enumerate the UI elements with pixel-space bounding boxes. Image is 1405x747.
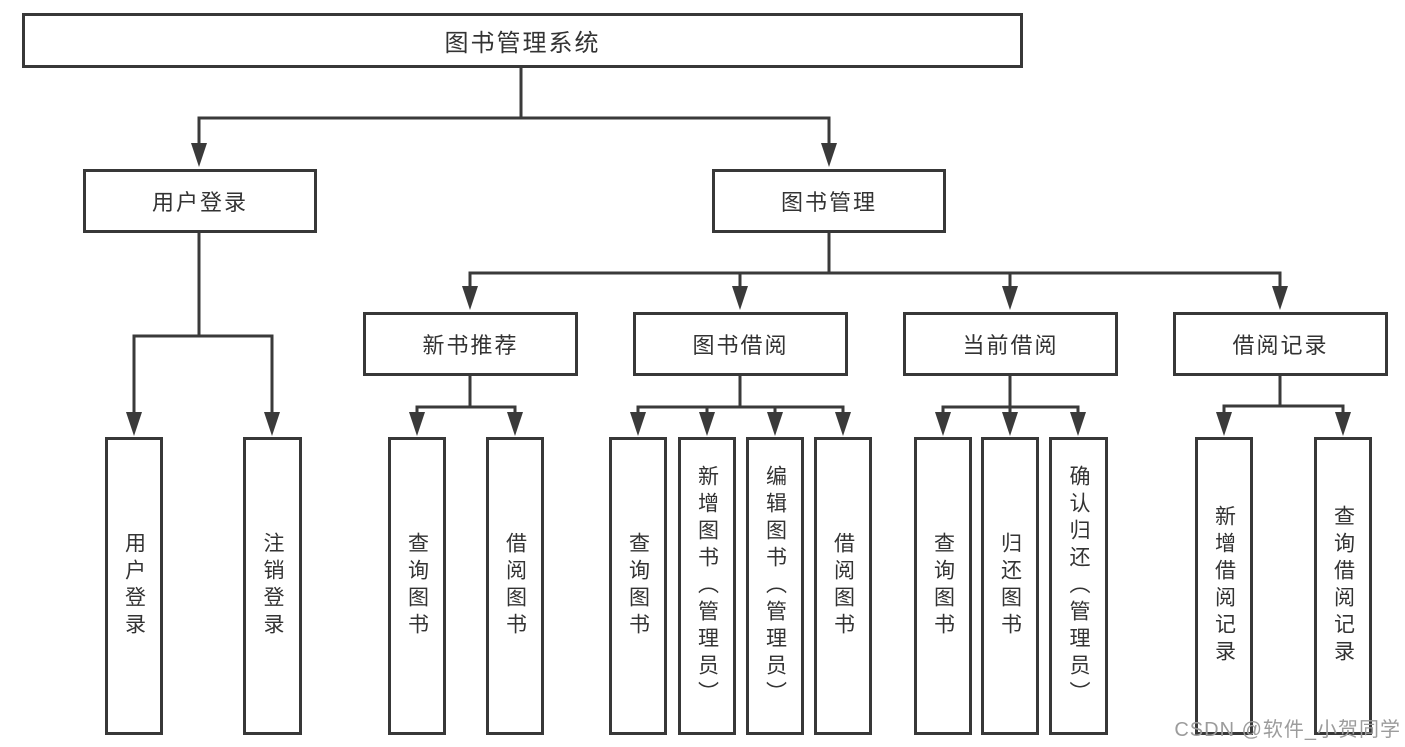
arrowhead xyxy=(1335,412,1351,436)
node-borrow-records: 借阅记录 xyxy=(1173,312,1388,376)
node-label: 图书管理系统 xyxy=(444,30,601,57)
connector-book-mgmt-to-level3 xyxy=(462,233,1288,310)
arrowhead xyxy=(264,412,280,436)
leaf-user-login: 用户登录 xyxy=(105,437,163,735)
leaf-current-return-books: 归还图书 xyxy=(981,437,1039,735)
leaf-logout-login: 注销登录 xyxy=(243,437,302,735)
leaf-borrow-query-books: 查询图书 xyxy=(609,437,667,735)
arrowhead xyxy=(191,143,207,167)
node-label: 新增借阅记录 xyxy=(1212,505,1236,667)
node-label: 查询图书 xyxy=(405,532,429,640)
node-book-mgmt: 图书管理 xyxy=(712,169,946,233)
watermark: CSDN @软件_小贺同学 xyxy=(1174,719,1401,741)
node-label: 查询图书 xyxy=(626,532,650,640)
node-label: 查询图书 xyxy=(931,532,955,640)
arrowhead xyxy=(507,412,523,436)
arrowhead xyxy=(835,412,851,436)
leaf-rec-query-books: 查询图书 xyxy=(388,437,446,735)
node-current-borrow: 当前借阅 xyxy=(903,312,1118,376)
leaf-records-add-borrow-record: 新增借阅记录 xyxy=(1195,437,1253,735)
node-new-book-recommend: 新书推荐 xyxy=(363,312,578,376)
node-label: 编辑图书（管理员） xyxy=(763,464,787,708)
node-label: 新增图书（管理员） xyxy=(695,464,719,708)
arrowhead xyxy=(732,286,748,310)
node-label: 确认归还（管理员） xyxy=(1067,464,1091,708)
arrowhead xyxy=(409,412,425,436)
arrowhead xyxy=(821,143,837,167)
leaf-rec-borrow-books: 借阅图书 xyxy=(486,437,544,735)
node-label: 用户登录 xyxy=(151,190,248,215)
node-label: 借阅记录 xyxy=(1232,333,1329,358)
node-label: 用户登录 xyxy=(122,532,146,640)
node-label: 归还图书 xyxy=(998,532,1022,640)
node-label: 当前借阅 xyxy=(962,333,1059,358)
arrowhead xyxy=(1216,412,1232,436)
arrowhead xyxy=(1002,286,1018,310)
node-root: 图书管理系统 xyxy=(22,13,1023,68)
leaf-borrow-borrow-books: 借阅图书 xyxy=(814,437,872,735)
leaf-borrow-edit-books-admin: 编辑图书（管理员） xyxy=(746,437,804,735)
arrowhead xyxy=(1070,412,1086,436)
node-label: 新书推荐 xyxy=(422,333,519,358)
connector-root-to-level2 xyxy=(191,68,837,167)
connector-user-login-to-leaves xyxy=(126,233,280,436)
node-label: 借阅图书 xyxy=(503,532,527,640)
node-label: 查询借阅记录 xyxy=(1331,505,1355,667)
leaf-records-query-borrow-record: 查询借阅记录 xyxy=(1314,437,1372,735)
node-book-borrow: 图书借阅 xyxy=(633,312,848,376)
leaf-current-confirm-return-admin: 确认归还（管理员） xyxy=(1049,437,1108,735)
leaf-borrow-add-books-admin: 新增图书（管理员） xyxy=(678,437,736,735)
arrowhead xyxy=(1272,286,1288,310)
connector-current-borrow-to-leaves xyxy=(935,376,1086,436)
arrowhead xyxy=(462,286,478,310)
arrowhead xyxy=(699,412,715,436)
leaf-current-query-books: 查询图书 xyxy=(914,437,972,735)
node-label: 注销登录 xyxy=(261,532,285,640)
node-label: 借阅图书 xyxy=(831,532,855,640)
arrowhead xyxy=(935,412,951,436)
node-label: 图书借阅 xyxy=(692,333,789,358)
connector-borrow-records-to-leaves xyxy=(1216,376,1351,436)
arrowhead xyxy=(630,412,646,436)
connector-book-borrow-to-leaves xyxy=(630,376,851,436)
arrowhead xyxy=(1002,412,1018,436)
node-user-login: 用户登录 xyxy=(83,169,317,233)
arrowhead xyxy=(767,412,783,436)
node-label: 图书管理 xyxy=(780,190,877,215)
arrowhead xyxy=(126,412,142,436)
connector-new-book-rec-to-leaves xyxy=(409,376,523,436)
